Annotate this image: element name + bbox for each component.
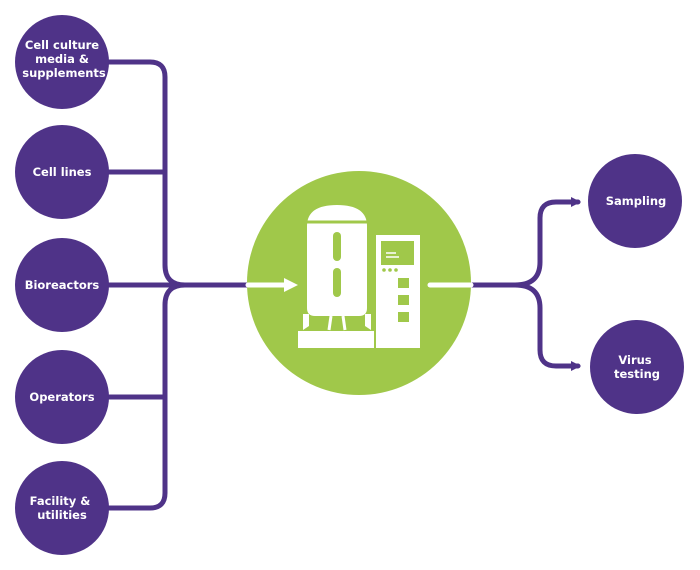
connector-line [512, 282, 581, 371]
connector-line [467, 197, 581, 288]
input-node-facility: Facility & utilities [15, 461, 109, 555]
output-node-virus-testing: Virus testing [590, 320, 684, 414]
node-label: Virus testing [614, 353, 660, 381]
input-node-media: Cell culture media & supplements [15, 15, 109, 109]
center-node [245, 171, 474, 395]
input-connectors [105, 59, 251, 511]
node-label: Bioreactors [25, 278, 100, 292]
node-label: Cell culture media & supplements [22, 38, 106, 80]
node-label: Operators [29, 390, 94, 404]
node-label: Cell lines [33, 165, 92, 179]
bioreactor-icon [298, 205, 420, 348]
input-node-bioreactors: Bioreactors [15, 238, 109, 332]
node-label: Sampling [606, 194, 667, 208]
input-node-cell-lines: Cell lines [15, 125, 109, 219]
output-node-sampling: Sampling [588, 154, 682, 248]
input-node-operators: Operators [15, 350, 109, 444]
output-connectors [467, 197, 581, 371]
connector-line [105, 282, 188, 511]
node-label: Facility & utilities [30, 494, 95, 522]
